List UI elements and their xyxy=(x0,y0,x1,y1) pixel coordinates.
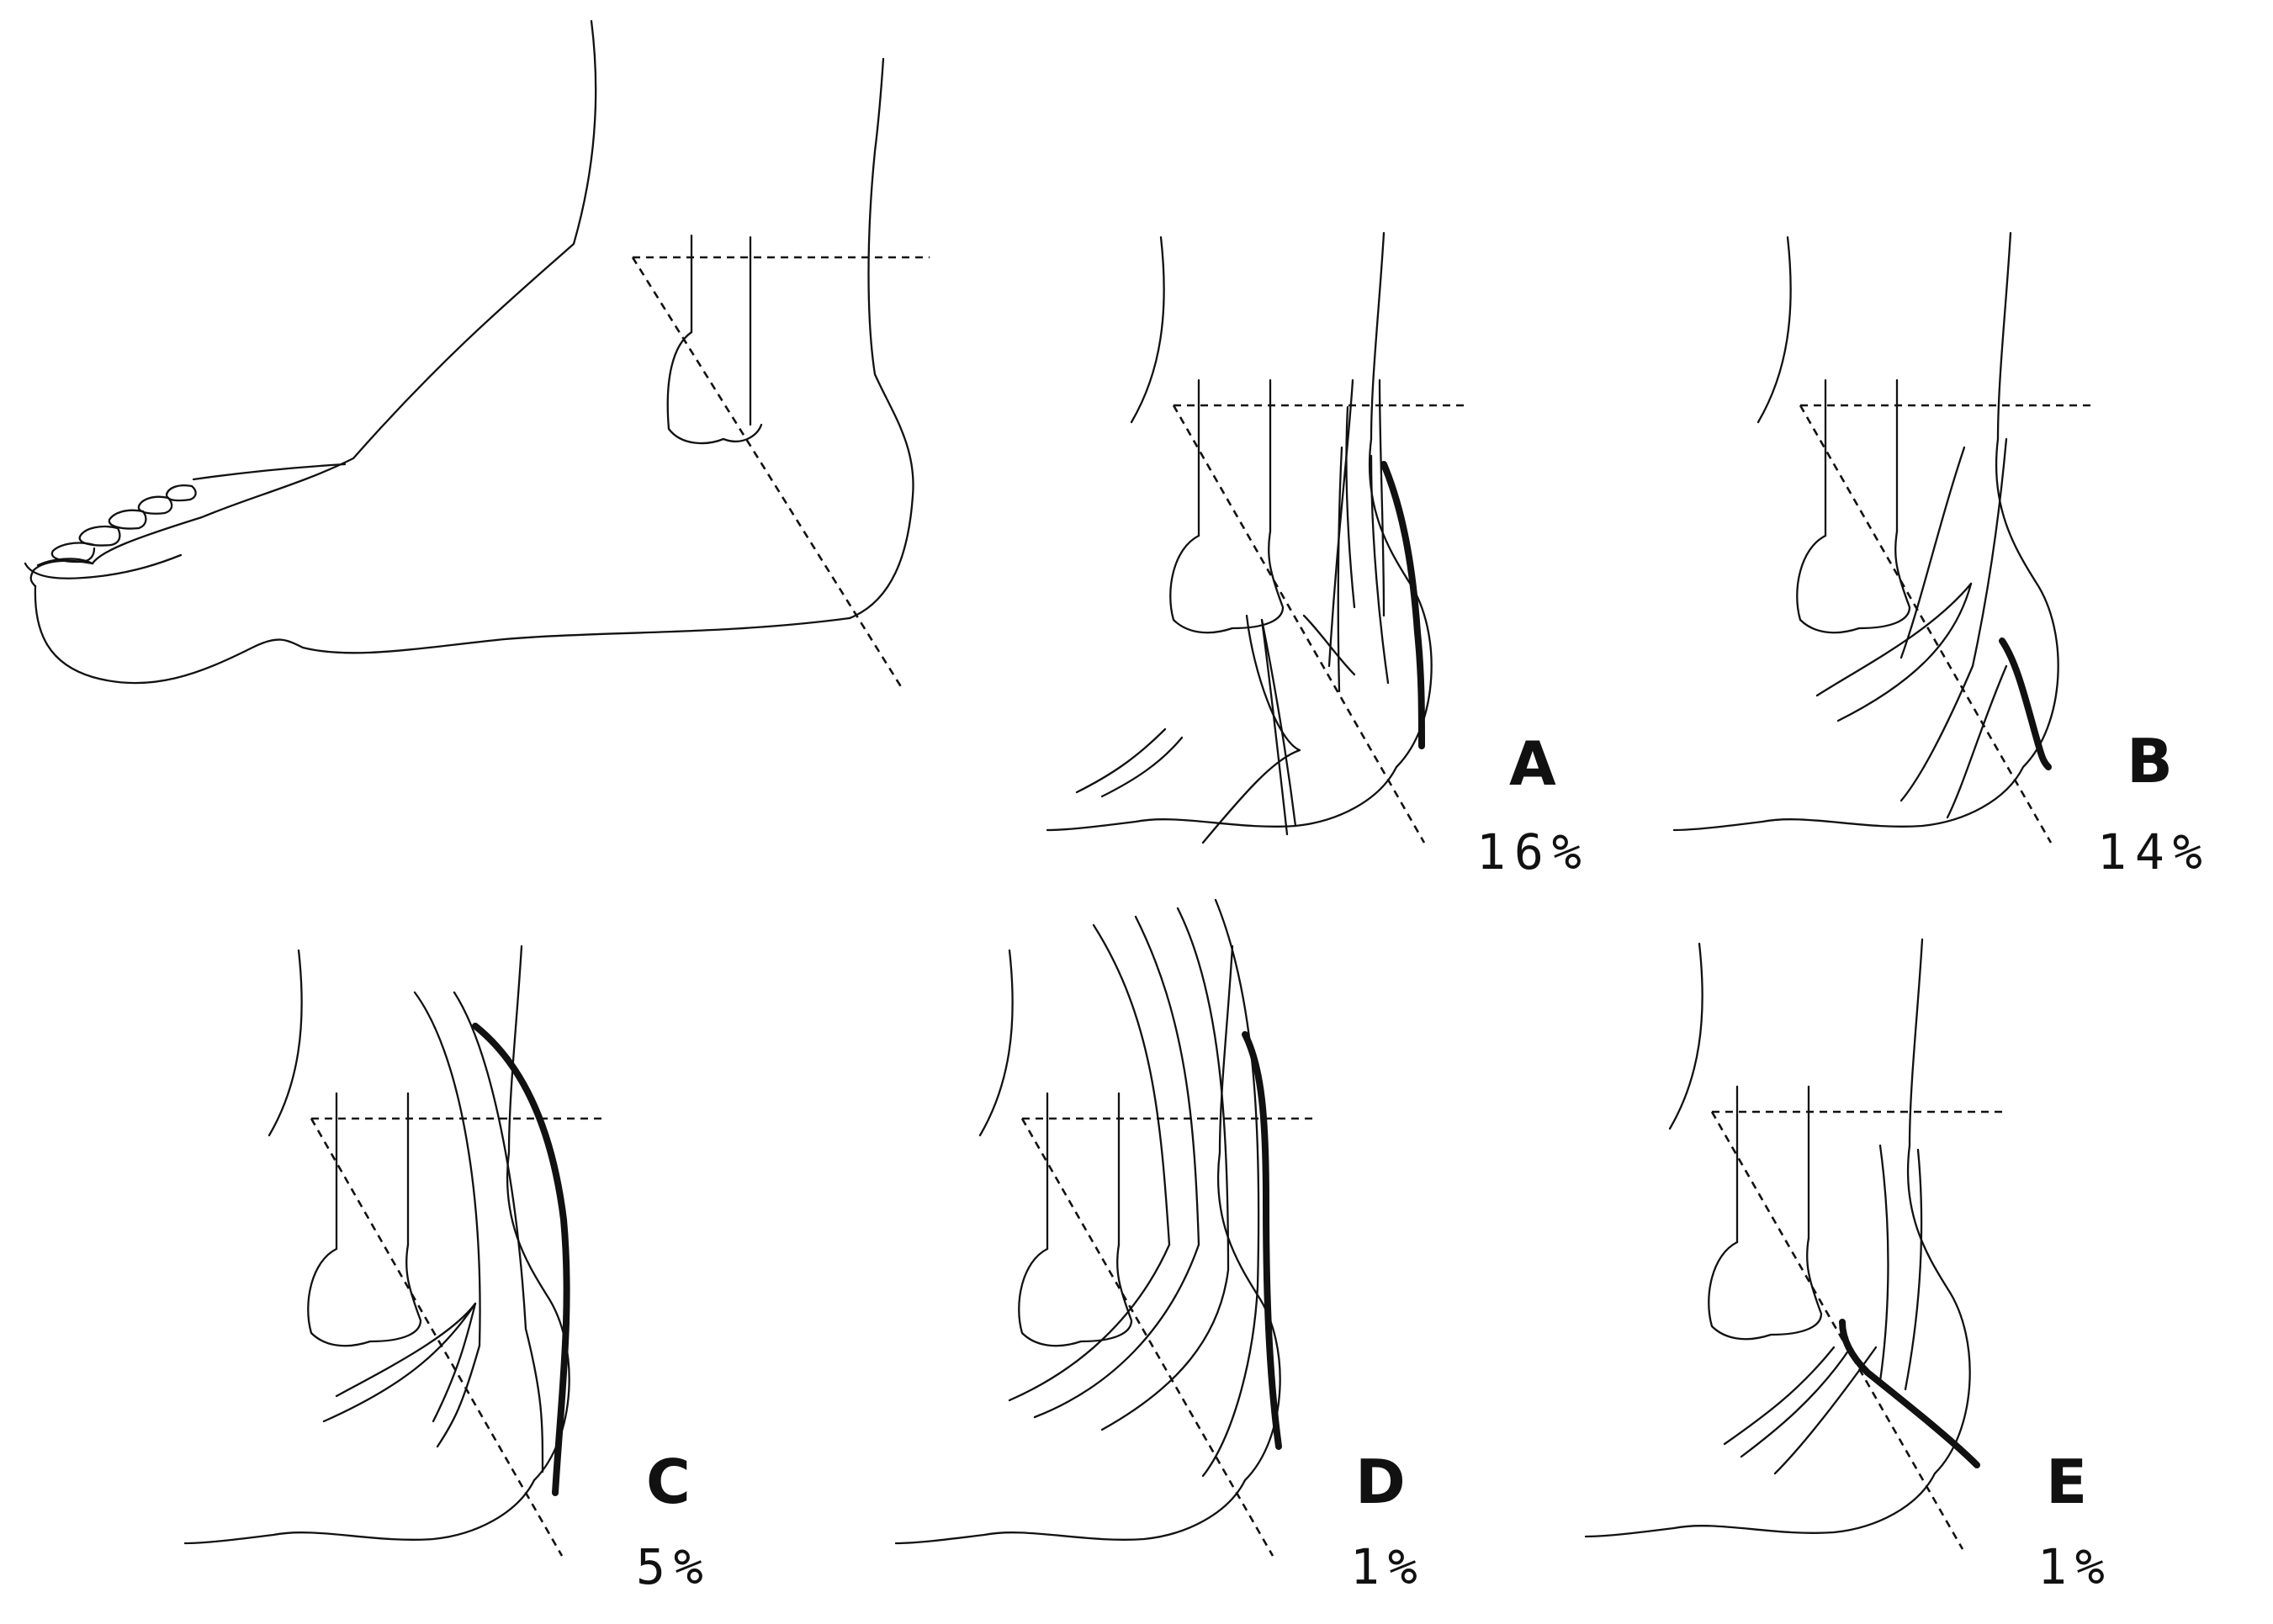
panel-c-label: C xyxy=(646,1447,691,1517)
panel-b-percent: 14% xyxy=(2097,823,2211,881)
panel-d-percent: 1% xyxy=(1350,1538,1426,1595)
panel-a-ankle-diagram xyxy=(1046,231,1465,844)
panel-c-percent: 5% xyxy=(636,1538,712,1595)
panel-a-percent: 16% xyxy=(1476,823,1590,881)
panel-a-label: A xyxy=(1509,728,1556,799)
panel-a: A 16% xyxy=(1046,231,1590,881)
panel-e-label: E xyxy=(2046,1447,2087,1517)
panel-e-ankle-diagram xyxy=(1584,938,2004,1551)
panel-b-ankle-diagram xyxy=(1672,231,2092,844)
panel-d-ankle-diagram xyxy=(894,898,1314,1558)
panel-b-label: B xyxy=(2127,726,2173,796)
panel-d: D 1% xyxy=(894,898,1426,1595)
panel-e: E 1% xyxy=(1584,938,2113,1595)
panel-d-label: D xyxy=(1355,1447,1406,1517)
panel-e-percent: 1% xyxy=(2037,1538,2113,1595)
panel-c-ankle-diagram xyxy=(183,944,603,1558)
foot-lateral-view-icon xyxy=(24,19,930,689)
panel-b: B 14% xyxy=(1672,231,2211,881)
panel-c: C 5% xyxy=(183,944,712,1595)
